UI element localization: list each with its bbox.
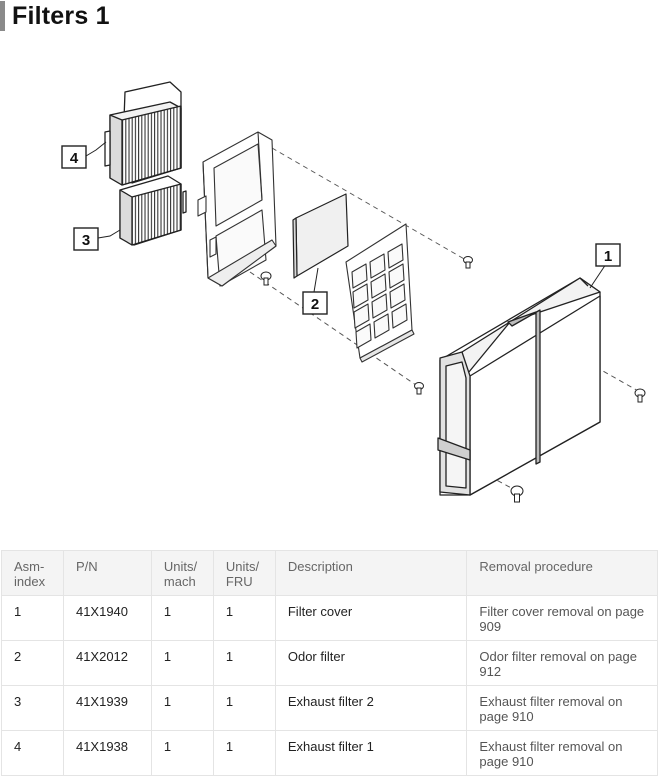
callout-leader-lines bbox=[85, 141, 607, 293]
table-row: 3 41X1939 1 1 Exhaust filter 2 Exhaust f… bbox=[1, 685, 658, 731]
cell-asm-index: 1 bbox=[1, 595, 64, 641]
page-heading: Filters 1 bbox=[0, 0, 110, 32]
screw-fasteners bbox=[260, 256, 646, 503]
filter-holder-frame bbox=[197, 131, 277, 287]
page-title: Filters 1 bbox=[12, 1, 110, 30]
odor-filter-part bbox=[292, 193, 349, 279]
heading-accent-bar bbox=[0, 1, 5, 31]
cell-units-mach: 1 bbox=[150, 595, 214, 641]
exploded-parts-diagram: 4 3 2 1 bbox=[61, 81, 646, 503]
callout-3: 3 bbox=[73, 227, 99, 251]
cell-description: Filter cover bbox=[274, 595, 468, 641]
cell-description: Exhaust filter 1 bbox=[274, 730, 468, 776]
table-row: 2 41X2012 1 1 Odor filter Odor filter re… bbox=[1, 640, 658, 686]
cell-description: Exhaust filter 2 bbox=[274, 685, 468, 731]
cell-removal-link[interactable]: Odor filter removal on page 912 bbox=[466, 640, 658, 686]
table-row: 1 41X1940 1 1 Filter cover Filter cover … bbox=[1, 595, 658, 641]
cell-pn: 41X1940 bbox=[62, 595, 152, 641]
cell-units-mach: 1 bbox=[150, 685, 214, 731]
cell-asm-index: 3 bbox=[1, 685, 64, 731]
callout-labels: 4 3 2 1 bbox=[61, 145, 621, 315]
cell-pn: 41X2012 bbox=[62, 640, 152, 686]
cell-units-fru: 1 bbox=[212, 640, 276, 686]
cell-units-mach: 1 bbox=[150, 640, 214, 686]
callout-3-label: 3 bbox=[82, 232, 90, 249]
callout-2-label: 2 bbox=[311, 296, 319, 313]
callout-4: 4 bbox=[61, 145, 87, 169]
cell-asm-index: 2 bbox=[1, 640, 64, 686]
grid-frame-part bbox=[345, 223, 415, 363]
header-units-mach: Units/ mach bbox=[150, 550, 214, 596]
cell-removal-link[interactable]: Exhaust filter removal on page 910 bbox=[466, 730, 658, 776]
callout-1-label: 1 bbox=[604, 248, 612, 265]
cell-removal-link[interactable]: Exhaust filter removal on page 910 bbox=[466, 685, 658, 731]
exhaust-filter-2-part bbox=[119, 175, 187, 246]
cell-removal-link[interactable]: Filter cover removal on page 909 bbox=[466, 595, 658, 641]
filter-cover-part bbox=[437, 277, 601, 496]
header-units-fru: Units/ FRU bbox=[212, 550, 276, 596]
table-row: 4 41X1938 1 1 Exhaust filter 1 Exhaust f… bbox=[1, 730, 658, 776]
exhaust-filter-1-part bbox=[104, 81, 182, 186]
cell-pn: 41X1938 bbox=[62, 730, 152, 776]
callout-2: 2 bbox=[302, 291, 328, 315]
cell-units-fru: 1 bbox=[212, 595, 276, 641]
cell-asm-index: 4 bbox=[1, 730, 64, 776]
table-header-row: Asm-index P/N Units/ mach Units/ FRU Des… bbox=[1, 550, 658, 596]
header-removal-procedure: Removal procedure bbox=[466, 550, 658, 596]
callout-1: 1 bbox=[595, 243, 621, 267]
cell-description: Odor filter bbox=[274, 640, 468, 686]
header-pn: P/N bbox=[62, 550, 152, 596]
cell-units-fru: 1 bbox=[212, 730, 276, 776]
callout-4-label: 4 bbox=[70, 150, 79, 167]
header-description: Description bbox=[274, 550, 468, 596]
parts-table: Asm-index P/N Units/ mach Units/ FRU Des… bbox=[1, 550, 658, 776]
cell-units-mach: 1 bbox=[150, 730, 214, 776]
cell-pn: 41X1939 bbox=[62, 685, 152, 731]
header-asm-index: Asm-index bbox=[1, 550, 64, 596]
cell-units-fru: 1 bbox=[212, 685, 276, 731]
